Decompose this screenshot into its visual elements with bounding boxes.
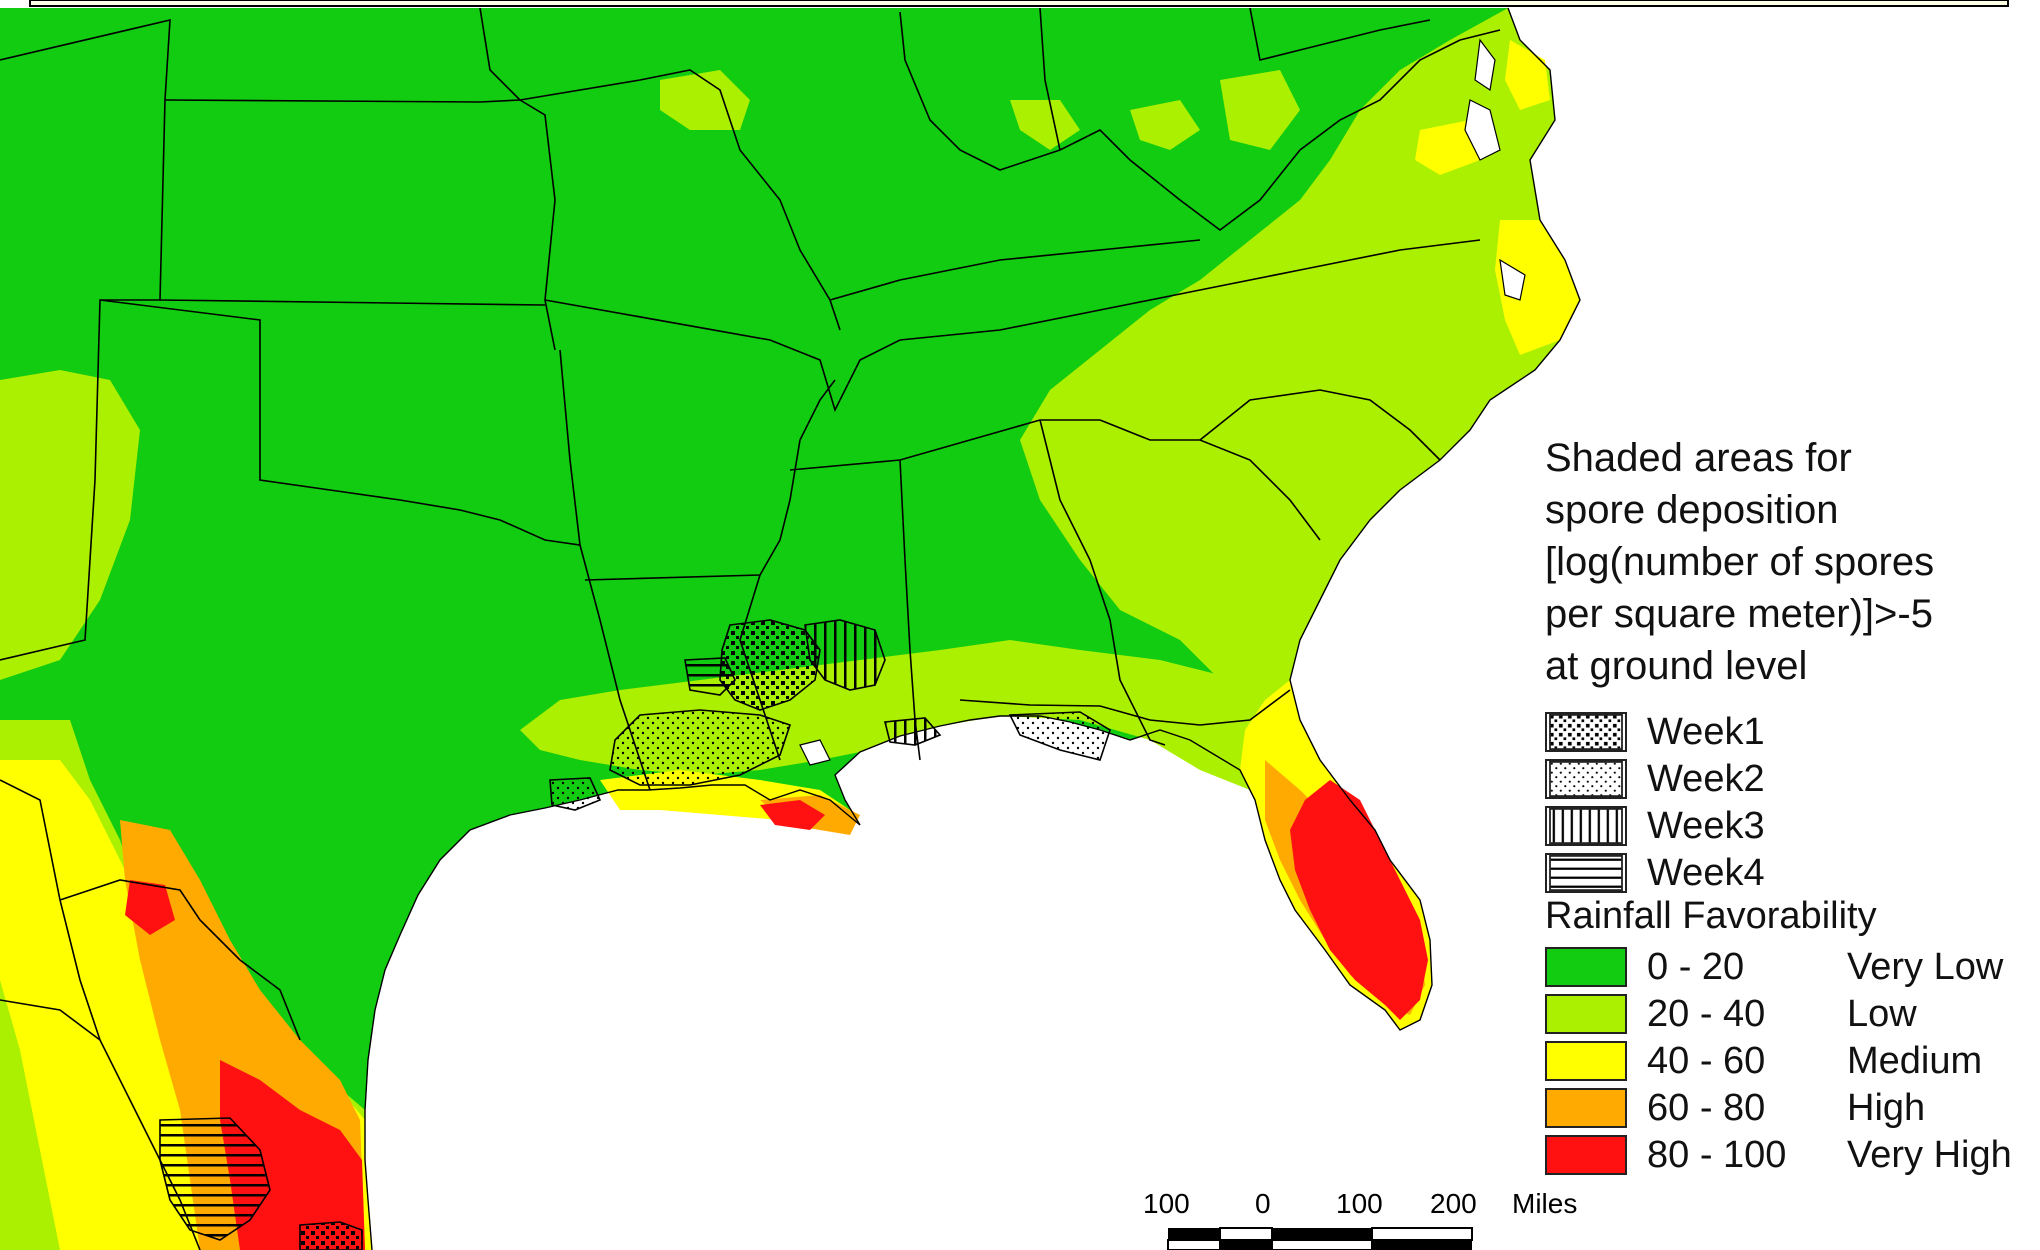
- rainfall-favorability-title: Rainfall Favorability: [1545, 895, 1877, 937]
- medium-swatch: [1545, 1041, 1627, 1081]
- week3-area-alabama: [883, 717, 942, 746]
- very-low-label: Very Low: [1847, 946, 2004, 988]
- week2-label: Week2: [1647, 758, 1765, 800]
- high-range: 60 - 80: [1647, 1087, 1766, 1129]
- scale-label-0: 0: [1255, 1188, 1271, 1219]
- legend-class-high: 60 - 80 High: [1545, 1086, 1925, 1130]
- very-high-label: Very High: [1847, 1134, 2012, 1176]
- state-boundaries: [0, 7, 1501, 1250]
- medium-label: Medium: [1847, 1040, 1983, 1082]
- week3-swatch: [1545, 806, 1627, 846]
- week4-area-louisiana: [684, 657, 736, 696]
- week2-area-louisiana: [609, 709, 792, 786]
- high-label: High: [1847, 1087, 1926, 1129]
- very-high-range: 80 - 100: [1647, 1134, 1787, 1176]
- legend-title-line: spore deposition: [1545, 488, 1839, 532]
- very-low-range: 0 - 20: [1647, 946, 1745, 988]
- week2-swatch: [1545, 759, 1627, 799]
- scale-label-100: 100: [1336, 1188, 1383, 1219]
- legend-class-low: 20 - 40 Low: [1545, 992, 1917, 1036]
- medium-range: 40 - 60: [1647, 1040, 1766, 1082]
- low-label: Low: [1847, 993, 1917, 1035]
- legend-class-very-high: 80 - 100 Very High: [1545, 1133, 2012, 1177]
- week4-swatch: [1545, 853, 1627, 893]
- week3-area-mississippi: [804, 619, 886, 691]
- very-low-swatch: [1545, 947, 1627, 987]
- header-bar: [29, 0, 2009, 7]
- legend-week3: Week3: [1545, 804, 1765, 848]
- low-swatch: [1545, 994, 1627, 1034]
- scale-label-100-left: 100: [1143, 1188, 1190, 1219]
- week1-label: Week1: [1647, 711, 1765, 753]
- coastline: [364, 7, 1581, 1250]
- legend-week2: Week2: [1545, 757, 1765, 801]
- map-legend: Shaded areas for spore deposition [log(n…: [1545, 432, 2035, 1176]
- legend-title-line: per square meter)]>-5: [1545, 592, 1933, 636]
- week1-area-texas: [299, 1221, 363, 1250]
- spore-deposition-areas: [159, 619, 1111, 1250]
- legend-title-line: Shaded areas for: [1545, 436, 1852, 480]
- legend-week1: Week1: [1545, 710, 1765, 754]
- low-range: 20 - 40: [1647, 993, 1766, 1035]
- legend-title-line: at ground level: [1545, 644, 1808, 688]
- legend-title: Shaded areas for spore deposition [log(n…: [1545, 432, 2035, 692]
- week2-area-florida-panhandle: [1008, 711, 1111, 761]
- water-bodies: [799, 38, 1526, 766]
- legend-week4: Week4: [1545, 851, 1765, 895]
- week3-label: Week3: [1647, 805, 1765, 847]
- very-high-swatch: [1545, 1135, 1627, 1175]
- high-swatch: [1545, 1088, 1627, 1128]
- legend-class-medium: 40 - 60 Medium: [1545, 1039, 1982, 1083]
- legend-title-line: [log(number of spores: [1545, 540, 1935, 584]
- scale-bar-graphic: [1167, 1227, 1473, 1250]
- week1-swatch: [1545, 712, 1627, 752]
- week2-area-texas-coast: [549, 777, 602, 811]
- legend-class-very-low: 0 - 20 Very Low: [1545, 945, 2003, 989]
- scale-label-200: 200: [1430, 1188, 1477, 1219]
- week4-label: Week4: [1647, 852, 1765, 894]
- scale-unit: Miles: [1512, 1188, 1578, 1219]
- week4-area-texas: [159, 1117, 271, 1241]
